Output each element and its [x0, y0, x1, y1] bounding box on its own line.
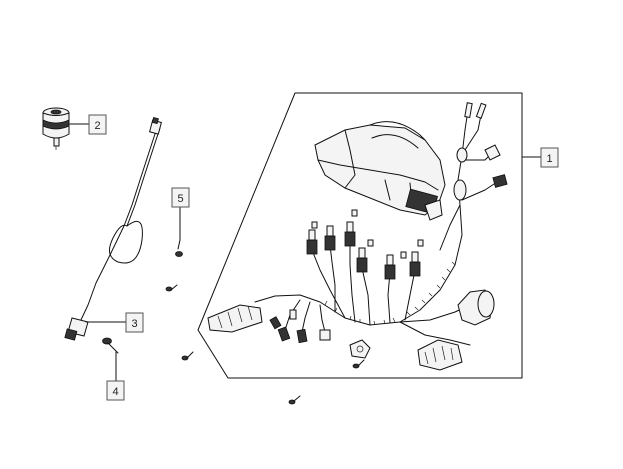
speedometer-cable-part [64, 117, 162, 341]
loose-screw-1 [165, 284, 178, 292]
callout-4-label: 4 [112, 386, 118, 398]
callout-5: 5 [171, 187, 190, 208]
assembly-group-outline [197, 92, 523, 379]
small-screw-part [175, 239, 183, 257]
callout-3-label: 3 [131, 318, 137, 330]
callout-1-label: 1 [546, 153, 552, 165]
callout-4: 4 [106, 380, 125, 401]
callout-2-label: 2 [94, 120, 100, 132]
callout-2: 2 [88, 114, 107, 135]
ignition-switch-part [42, 107, 70, 150]
wiring-harness [207, 102, 508, 371]
loose-screw-2 [181, 351, 194, 361]
loose-screw-3 [288, 395, 301, 405]
callout-3: 3 [125, 312, 144, 333]
callout-5-label: 5 [177, 193, 183, 205]
screw-part [102, 337, 119, 354]
callout-1: 1 [540, 147, 559, 168]
instrument-cluster-housing [314, 121, 446, 221]
